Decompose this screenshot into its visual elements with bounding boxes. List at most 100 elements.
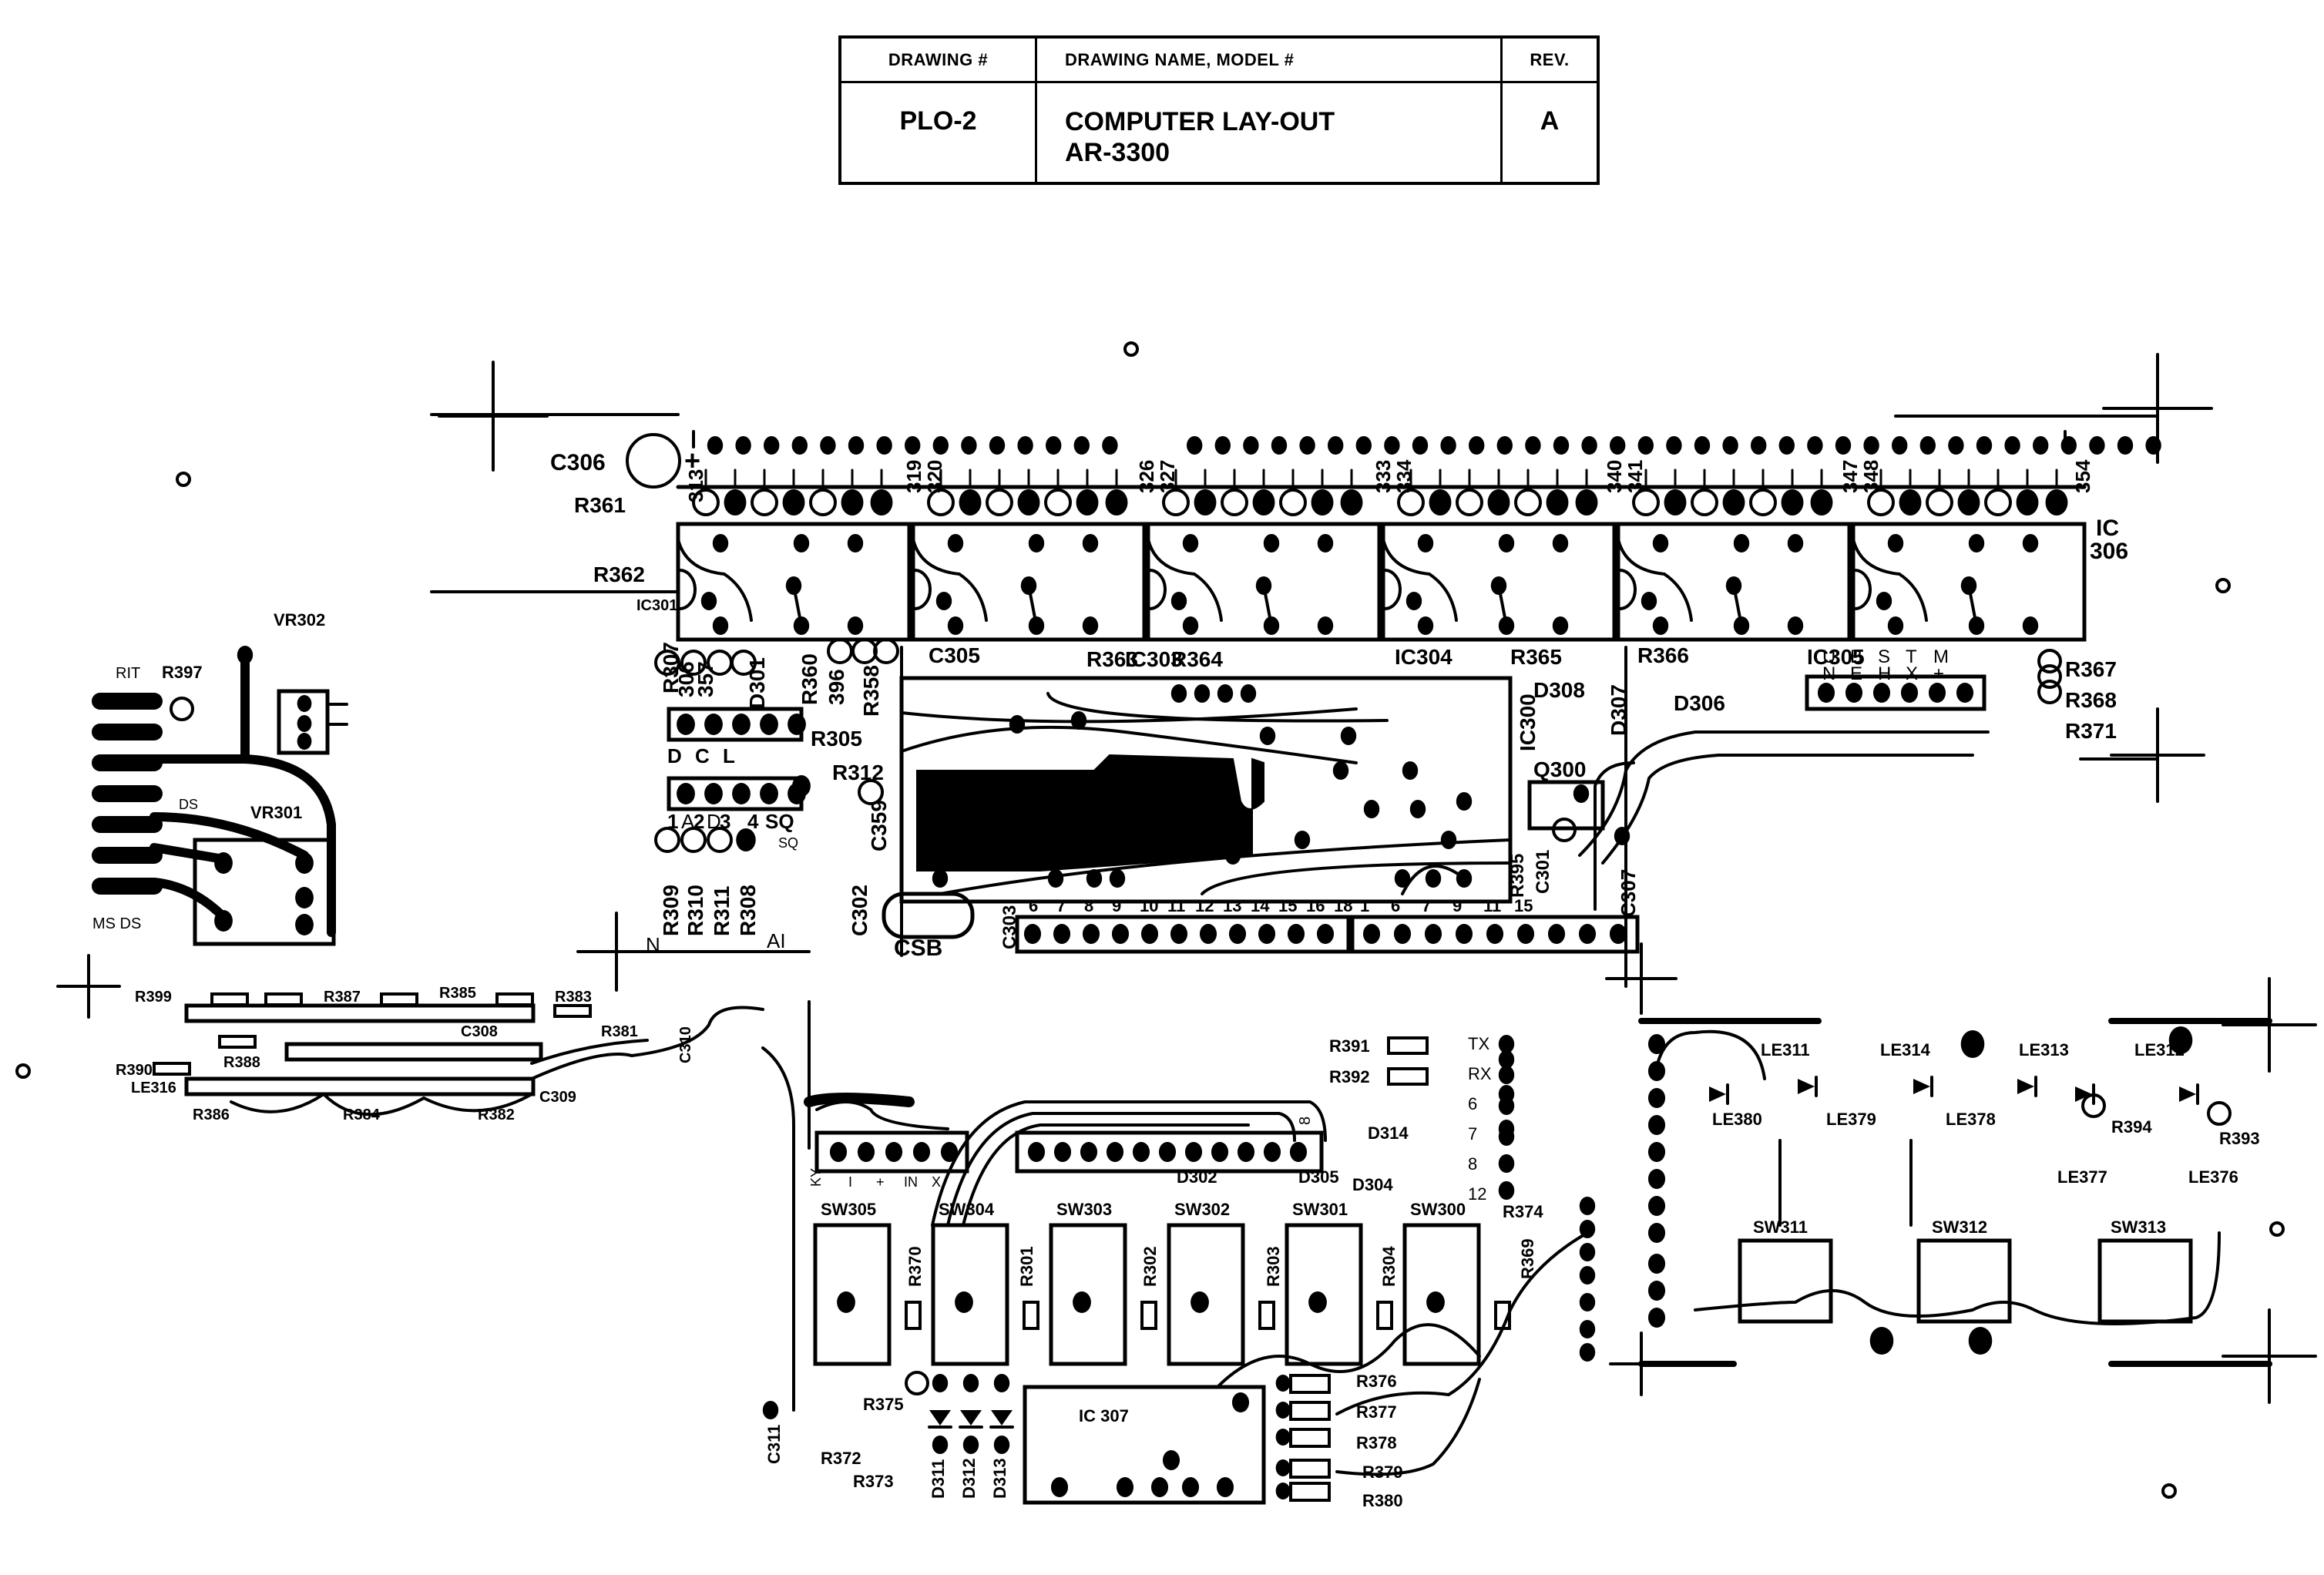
- resistor-pad: [1275, 1429, 1291, 1446]
- connector-letter: 1: [667, 810, 678, 833]
- resistor-body: [1289, 1459, 1331, 1479]
- led-bar: [184, 1003, 536, 1023]
- resistor-body: [1258, 1301, 1275, 1330]
- connector-pin-label: 6: [1468, 1094, 1477, 1113]
- component-label: R305: [811, 727, 862, 751]
- resistor-pad: [1810, 489, 1833, 515]
- header-pin: [2117, 436, 2134, 455]
- via-pad: [932, 869, 949, 888]
- connector-pin: [1647, 1115, 1666, 1135]
- connector-pin: [1578, 924, 1597, 944]
- trace: [815, 1100, 949, 1130]
- power-trace: [149, 843, 228, 864]
- via-pad: [1224, 846, 1241, 865]
- resistor-pad: [1275, 1402, 1291, 1419]
- connector-pin: [1579, 1243, 1596, 1261]
- connector-letter: SQ: [778, 835, 798, 851]
- header-pin: [2089, 436, 2105, 455]
- via-pad: [1047, 869, 1064, 888]
- power-trace: [149, 878, 228, 922]
- header-pin: [1496, 436, 1513, 455]
- trace: [900, 707, 1358, 724]
- component-label: R374: [1503, 1202, 1543, 1221]
- resistor-ring: [680, 650, 707, 676]
- resistor-body: [905, 1301, 922, 1330]
- connector-pin-label: RX: [1468, 1064, 1492, 1083]
- ic-pin: [1317, 616, 1334, 635]
- component-label: R303: [1264, 1246, 1283, 1287]
- component-label: R373: [853, 1472, 894, 1491]
- header-pin: [1073, 436, 1090, 455]
- component-label: IC303: [1125, 647, 1183, 671]
- mounting-hole: [176, 472, 191, 487]
- connector-pin: [1647, 1254, 1666, 1274]
- connector-pin: [1393, 924, 1412, 944]
- connector-pin: [1498, 1096, 1515, 1115]
- connector-letter: H: [1878, 663, 1891, 684]
- ic-pin: [1417, 534, 1434, 552]
- ic-package: [1851, 522, 2087, 642]
- component-label: N: [646, 933, 660, 956]
- resistor-ring: [1456, 489, 1483, 516]
- resistor-ring: [809, 489, 837, 516]
- connector-pin-label: 12: [1468, 1184, 1486, 1204]
- resistor-ring: [2037, 680, 2062, 704]
- header-pin: [1778, 436, 1795, 455]
- trace: [931, 1100, 1327, 1227]
- led-symbol: [1798, 1079, 1815, 1094]
- connector-letter: X: [932, 1174, 941, 1190]
- header-pin: [1948, 436, 1964, 455]
- header-pin: [2145, 436, 2161, 455]
- via-pad: [1425, 869, 1442, 888]
- resistor-pad: [1275, 1459, 1291, 1476]
- pin-number: 15: [1514, 896, 1533, 915]
- connector-pin: [1362, 924, 1381, 944]
- connector-pin: [1053, 1142, 1072, 1162]
- header-pin: [1722, 436, 1738, 455]
- component-label: R309: [659, 885, 683, 936]
- resistor-ring: [1749, 489, 1777, 516]
- resistor-body: [1140, 1301, 1157, 1330]
- component-label: VR301: [250, 803, 302, 822]
- component-label: C311: [764, 1425, 784, 1464]
- ic-pin: [1317, 534, 1334, 552]
- connector-small: [814, 1130, 969, 1174]
- trace: [962, 1123, 1250, 1227]
- via-pad: [1086, 869, 1103, 888]
- component-label: IC305: [1807, 645, 1865, 669]
- connector-pin: [760, 714, 778, 735]
- ic-pin: [1116, 1477, 1134, 1497]
- connector-pin: [1547, 924, 1566, 944]
- component-label: D307: [1607, 684, 1630, 736]
- switch-package: [1285, 1223, 1363, 1366]
- connector-pin: [1579, 1197, 1596, 1215]
- connector-letter: IN: [904, 1174, 918, 1190]
- pin-number: 8: [1297, 1117, 1314, 1125]
- component-label: R304: [1379, 1246, 1399, 1287]
- component-label: C308: [461, 1023, 498, 1040]
- resistor-ring: [1867, 489, 1895, 516]
- connector-pin: [1647, 1169, 1666, 1189]
- component-label: 306: [674, 661, 698, 697]
- header-pin: [764, 436, 780, 455]
- component-label: C359: [867, 800, 891, 851]
- header-pin: [848, 436, 865, 455]
- connector-letter: X: [1906, 663, 1918, 684]
- connector-pin: [1579, 1266, 1596, 1285]
- connector-pin: [677, 714, 695, 735]
- component-label: D304: [1352, 1175, 1393, 1194]
- ic306-label: 306: [2090, 539, 2128, 564]
- connector-letter: D: [707, 810, 721, 833]
- ic-pin: [2022, 616, 2039, 635]
- mounting-hole: [1123, 341, 1139, 357]
- ic-pin: [1652, 534, 1669, 552]
- connector-pin: [1579, 1293, 1596, 1311]
- header-pin: [1919, 436, 1936, 455]
- component-label: D313: [990, 1458, 1009, 1499]
- connector-pin: [1579, 1343, 1596, 1362]
- component-label: R375: [863, 1395, 904, 1414]
- pin-range-label: 354: [2071, 459, 2094, 493]
- connector-pin-label: 7: [1468, 1124, 1477, 1143]
- resistor-ring: [827, 638, 853, 664]
